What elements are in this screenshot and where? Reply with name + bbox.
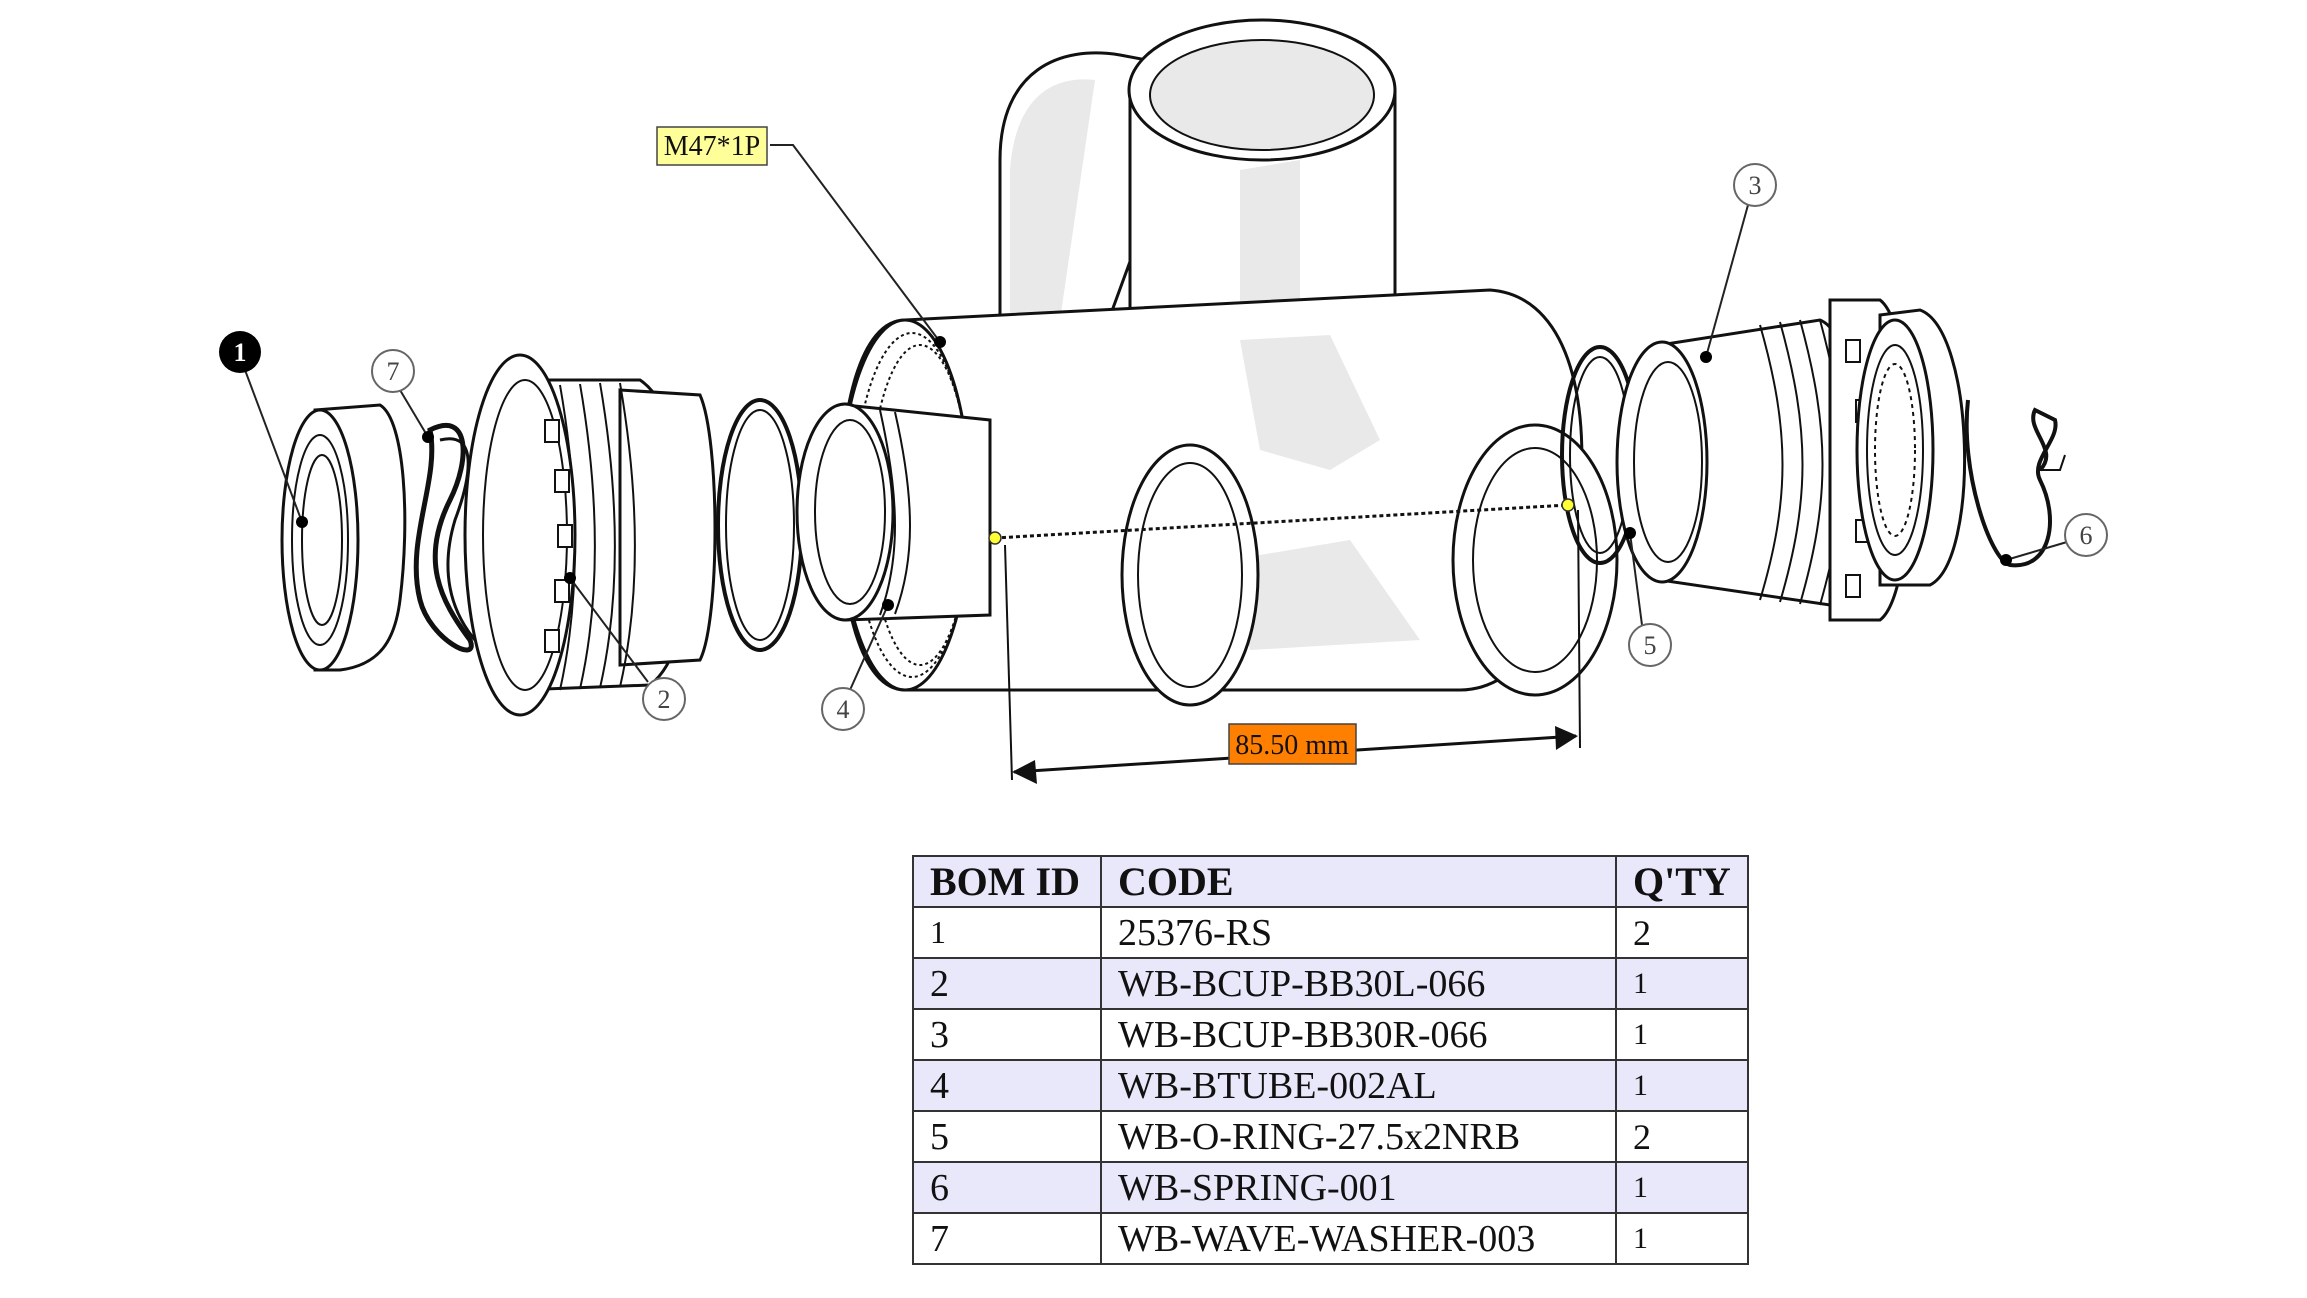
bom-code-cell: WB-O-RING-27.5x2NRB: [1100, 1110, 1617, 1163]
bearing-left: [280, 403, 407, 672]
bom-qty-cell: 1: [1615, 1212, 1749, 1265]
bom-id-cell: 7: [912, 1212, 1102, 1265]
dimension-arrow-right: [1555, 726, 1578, 750]
table-row: 6 WB-SPRING-001 1: [912, 1161, 1749, 1214]
bom-id-cell: 6: [912, 1161, 1102, 1214]
bom-header-row: BOM ID CODE Q'TY: [912, 855, 1749, 908]
wave-washer: [413, 422, 477, 653]
bottom-tube: [795, 402, 992, 622]
bom-table: BOM ID CODE Q'TY 1 25376-RS 2 2 WB-BCUP-…: [912, 855, 1749, 1265]
callout-7: 7: [371, 349, 415, 393]
o-ring-left: [716, 398, 804, 652]
table-row: 7 WB-WAVE-WASHER-003 1: [912, 1212, 1749, 1265]
bom-header-qty: Q'TY: [1615, 855, 1749, 908]
bearing-right: [1855, 308, 1967, 587]
bom-header-id: BOM ID: [912, 855, 1102, 908]
table-row: 1 25376-RS 2: [912, 906, 1749, 959]
svg-text:3: 3: [1749, 171, 1762, 200]
svg-text:5: 5: [1644, 631, 1657, 660]
bom-id-cell: 1: [912, 906, 1102, 959]
svg-text:6: 6: [2080, 521, 2093, 550]
bom-id-cell: 2: [912, 957, 1102, 1010]
exploded-assembly-drawing: 1 7 2 4 3 5 6 M47*1P: [219, 18, 2108, 784]
bom-code-cell: 25376-RS: [1100, 906, 1617, 959]
callout-2: 2: [642, 677, 686, 721]
bom-id-cell: 5: [912, 1110, 1102, 1163]
dimension-arrow-left: [1012, 760, 1037, 784]
bom-qty-cell: 2: [1615, 1110, 1749, 1163]
bom-qty-cell: 1: [1615, 1059, 1749, 1112]
table-row: 4 WB-BTUBE-002AL 1: [912, 1059, 1749, 1112]
callout-5: 5: [1628, 623, 1672, 667]
bom-code-cell: WB-SPRING-001: [1100, 1161, 1617, 1214]
bottom-cup-left: [463, 353, 717, 717]
dimension-value-tag: 85.50 mm: [1228, 723, 1357, 765]
bom-qty-cell: 2: [1615, 906, 1749, 959]
callout-4: 4: [821, 687, 865, 731]
measure-point-left: [988, 531, 1002, 545]
bom-code-cell: WB-BTUBE-002AL: [1100, 1059, 1617, 1112]
table-row: 5 WB-O-RING-27.5x2NRB 2: [912, 1110, 1749, 1163]
bom-id-cell: 4: [912, 1059, 1102, 1112]
table-row: 3 WB-BCUP-BB30R-066 1: [912, 1008, 1749, 1061]
bom-qty-cell: 1: [1615, 1008, 1749, 1061]
svg-text:2: 2: [658, 685, 671, 714]
bom-code-cell: WB-WAVE-WASHER-003: [1100, 1212, 1617, 1265]
bom-code-cell: WB-BCUP-BB30L-066: [1100, 957, 1617, 1010]
svg-text:M47*1P: M47*1P: [664, 131, 760, 162]
bom-header-code: CODE: [1100, 855, 1617, 908]
svg-text:7: 7: [387, 357, 400, 386]
measure-point-right: [1561, 498, 1575, 512]
bom-qty-cell: 1: [1615, 957, 1749, 1010]
svg-text:85.50 mm: 85.50 mm: [1235, 730, 1349, 761]
table-row: 2 WB-BCUP-BB30L-066 1: [912, 957, 1749, 1010]
callout-1: 1: [219, 331, 261, 373]
callout-6: 6: [2064, 513, 2108, 557]
bom-id-cell: 3: [912, 1008, 1102, 1061]
thread-spec-tag: M47*1P: [656, 126, 768, 166]
bom-qty-cell: 1: [1615, 1161, 1749, 1214]
bom-code-cell: WB-BCUP-BB30R-066: [1100, 1008, 1617, 1061]
spring-clip: [1964, 399, 2066, 568]
svg-text:1: 1: [234, 338, 247, 367]
svg-text:4: 4: [837, 695, 850, 724]
callout-3: 3: [1733, 163, 1777, 207]
